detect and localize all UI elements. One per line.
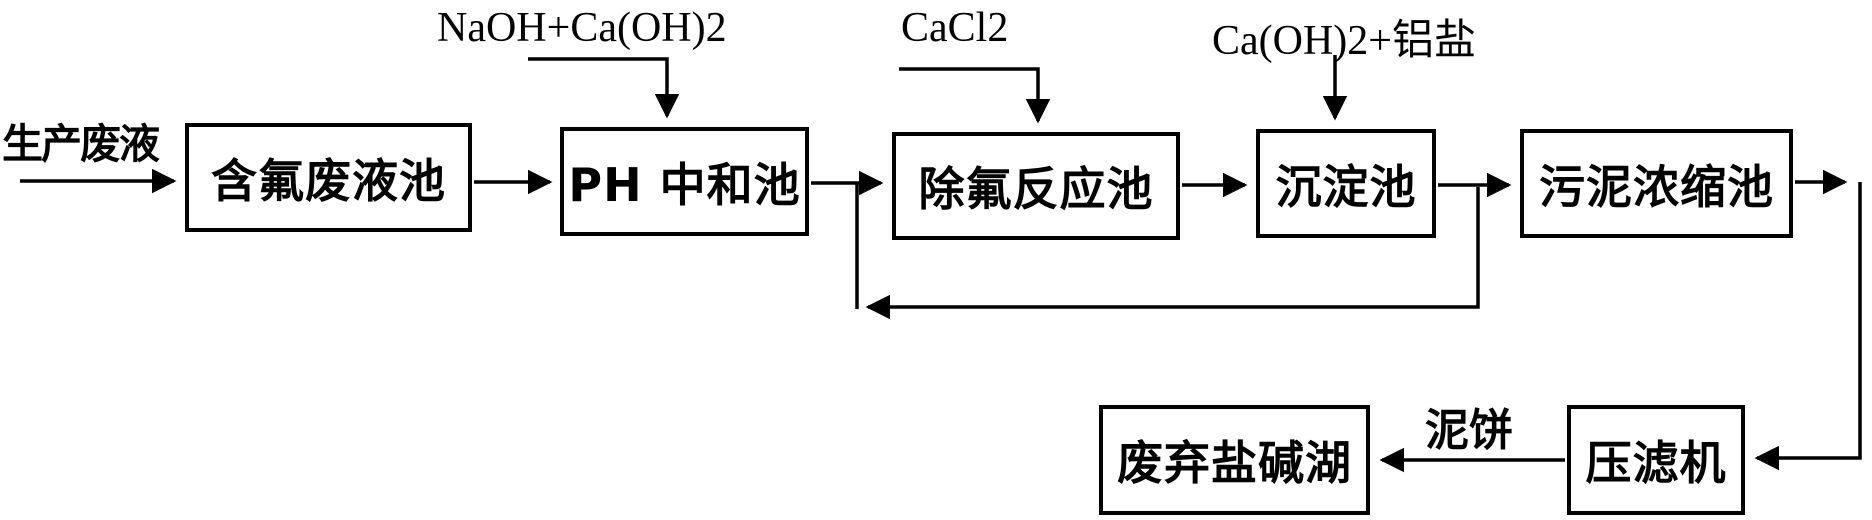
box-fluoride-waste-pool: 含氟废液池 xyxy=(185,123,472,232)
box-abandoned-salt-alkali-lake-label: 废弃盐碱湖 xyxy=(1117,436,1352,490)
box-sedimentation-pool: 沉淀池 xyxy=(1256,129,1436,238)
box-defluoridation-reaction-pool-label: 除氟反应池 xyxy=(918,162,1154,216)
box-defluoridation-reaction-pool: 除氟反应池 xyxy=(892,132,1180,240)
mud-cake-label: 泥饼 xyxy=(1425,405,1513,456)
box-fluoride-waste-pool-label: 含氟废液池 xyxy=(211,153,446,208)
arrow-cacl2-feed xyxy=(899,67,1051,124)
arrow-recycle-return xyxy=(865,187,1480,320)
box-sedimentation-pool-label: 沉淀池 xyxy=(1275,159,1417,214)
box-ph-neutralization-pool: PH 中和池 xyxy=(560,127,809,236)
box-sludge-thickening-pool-label: 污泥浓缩池 xyxy=(1539,159,1774,214)
reagent-caoh-al-label: Ca(OH)2+铝盐 xyxy=(1212,18,1476,64)
reagent-naoh-label: NaOH+Ca(OH)2 xyxy=(437,5,727,51)
reagent-cacl2-label: CaCl2 xyxy=(901,5,1009,51)
box-ph-neutralization-pool-label: PH 中和池 xyxy=(568,157,801,212)
box-filter-press: 压滤机 xyxy=(1567,405,1745,515)
box-filter-press-label: 压滤机 xyxy=(1585,436,1727,490)
feed-input-label: 生产废液 xyxy=(2,120,160,168)
box-sludge-thickening-pool: 污泥浓缩池 xyxy=(1520,129,1793,238)
box-abandoned-salt-alkali-lake: 废弃盐碱湖 xyxy=(1099,405,1370,515)
arrow-naoh-feed xyxy=(528,57,680,119)
arrow-outlet-down-to-filter-press xyxy=(1754,182,1862,471)
